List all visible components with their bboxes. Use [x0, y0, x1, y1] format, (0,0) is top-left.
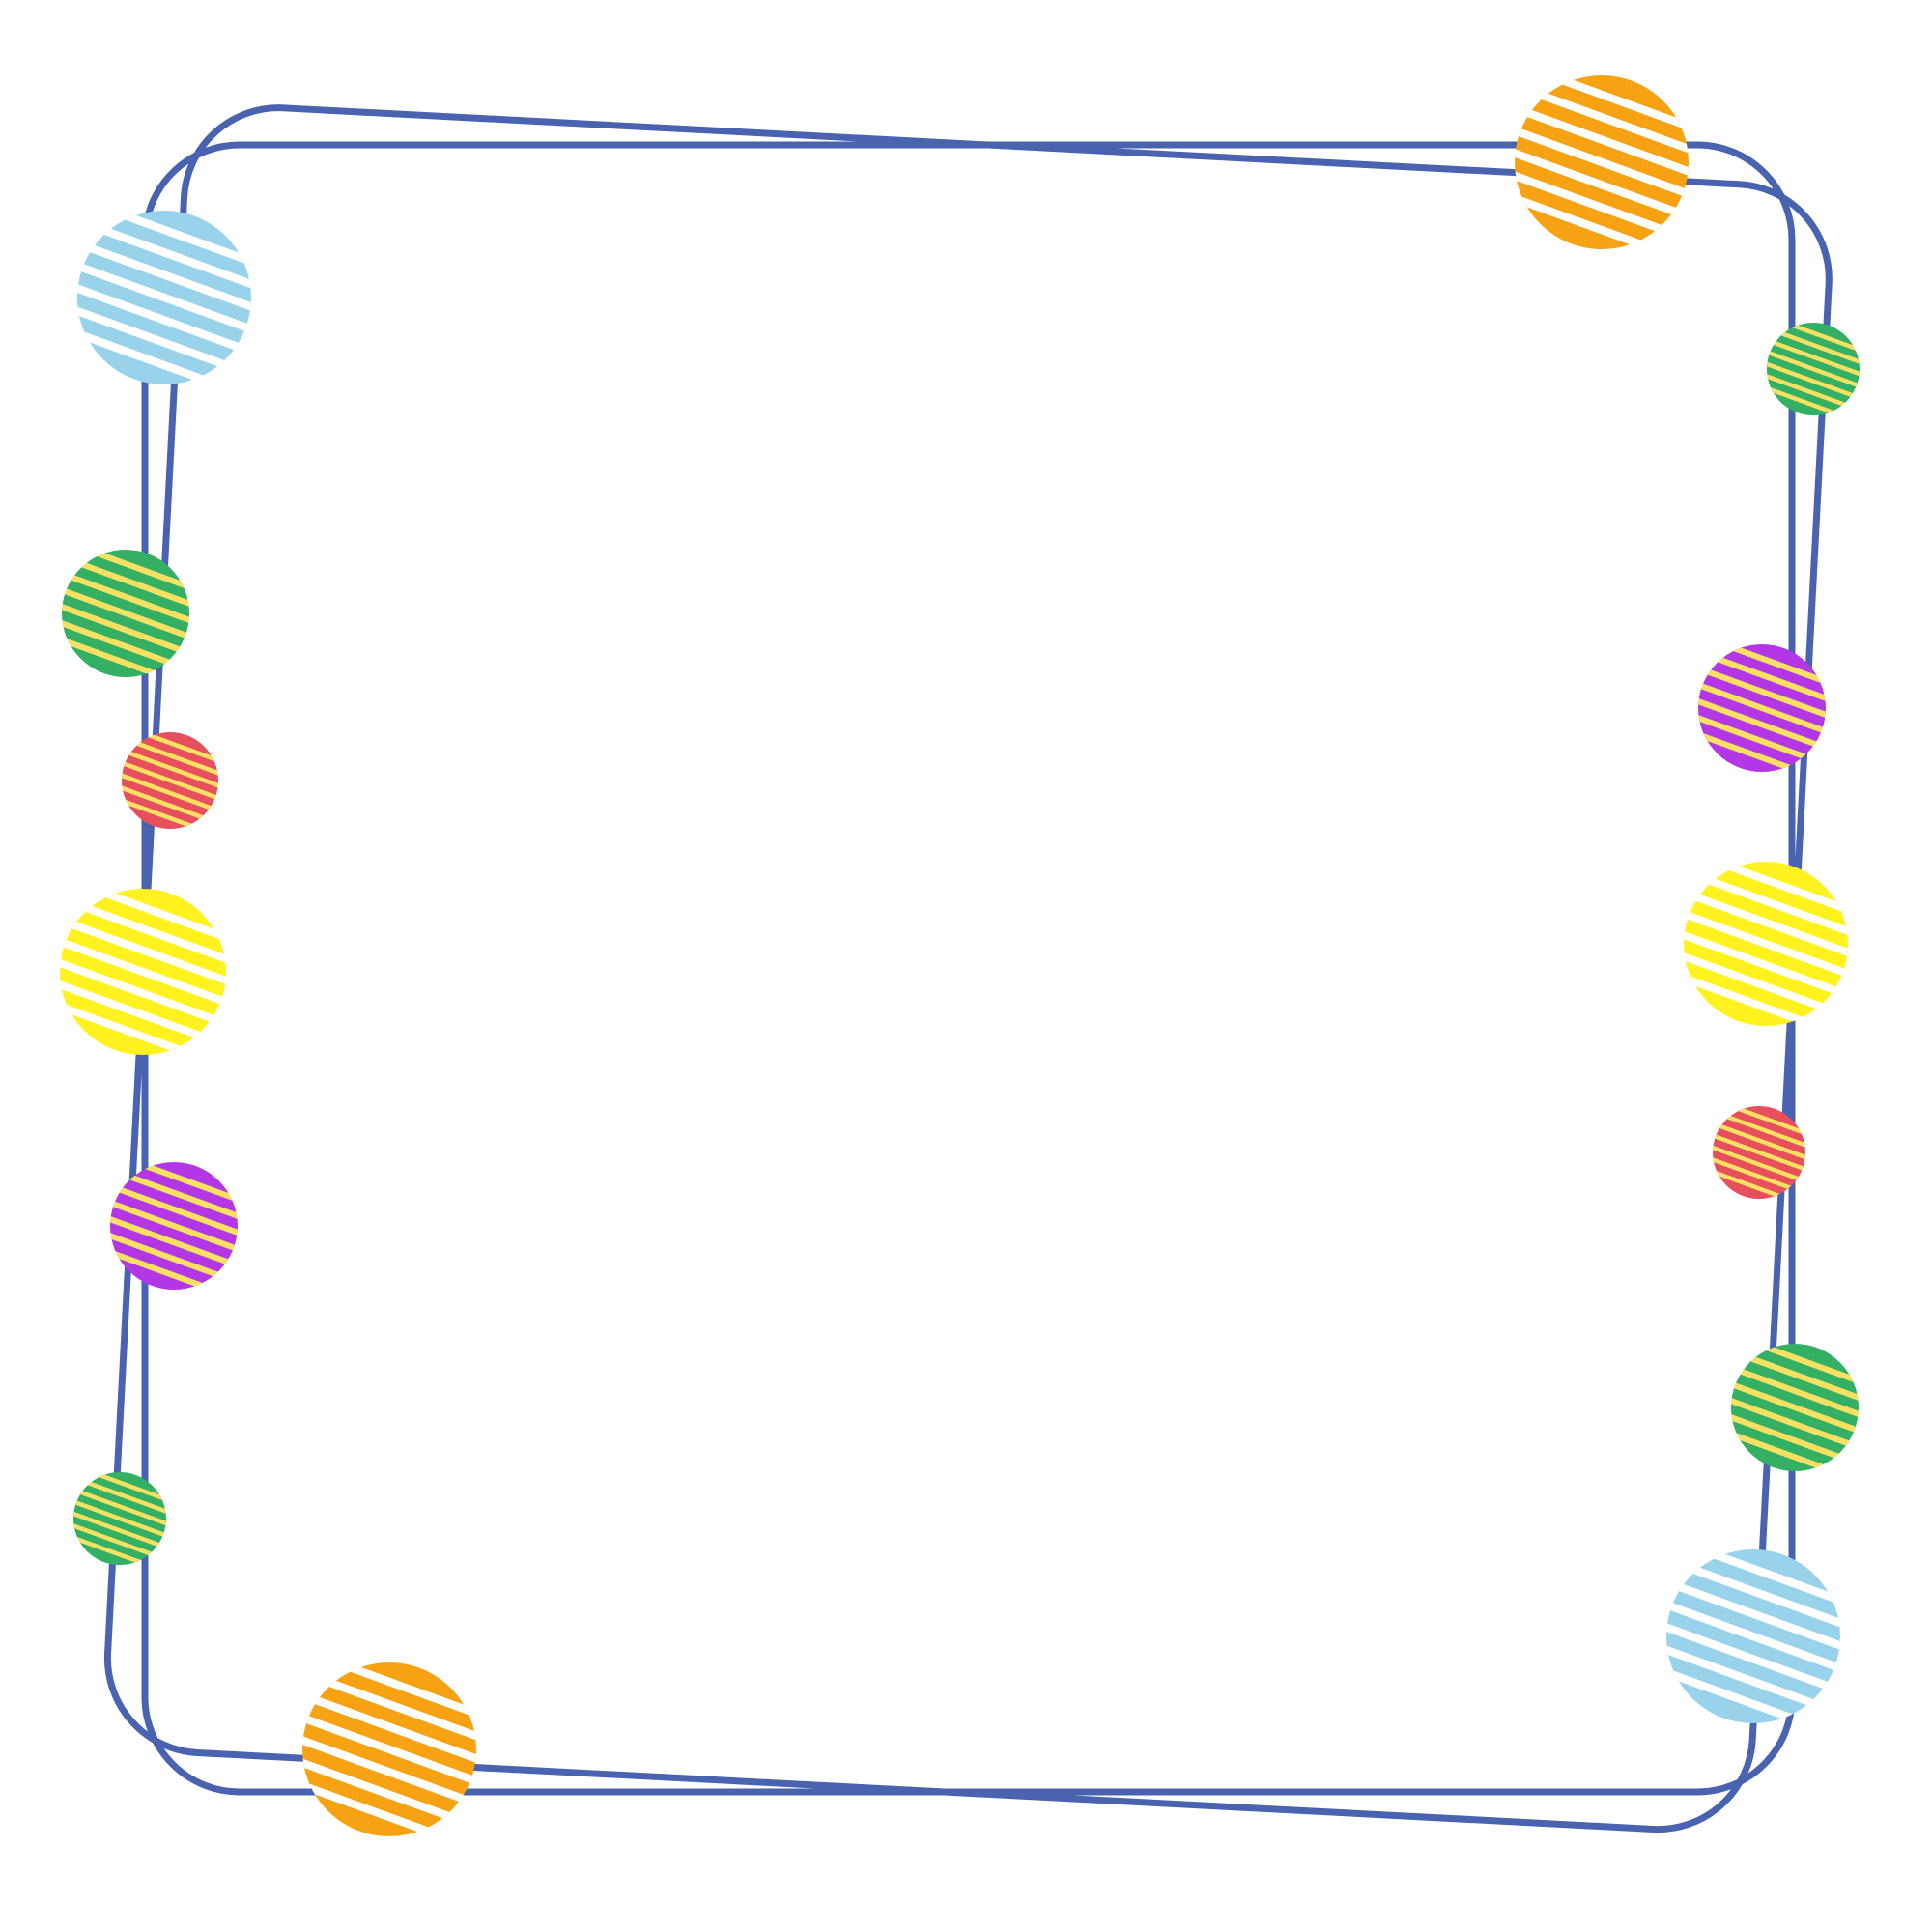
purple-dot-left-lower-stripes [92, 1144, 256, 1308]
green-dot-left-bottom-small [60, 1459, 180, 1578]
purple-dot-left-lower [92, 1144, 256, 1308]
red-dot-left-small [107, 719, 233, 842]
yellow-dot-right [1661, 838, 1871, 1049]
purple-dot-right-upper [1680, 626, 1844, 790]
orange-dot-top-right [1490, 50, 1714, 274]
striped-dots [36, 50, 1877, 1861]
green-dot-top-right-small-stripes [1753, 309, 1873, 429]
yellow-dot-left [36, 866, 250, 1078]
green-dot-top-right-small [1753, 309, 1873, 429]
green-dot-left-upper [43, 531, 208, 696]
light-blue-dot-bottom-right [1641, 1524, 1865, 1748]
frame-outline-straight [141, 141, 1796, 1796]
red-dot-right-small [1699, 1093, 1819, 1212]
orange-dot-bottom-left [277, 1637, 501, 1861]
green-dot-right-lower [1713, 1325, 1877, 1490]
frame-outline-tilted [103, 104, 1833, 1833]
light-blue-dot-top-left [52, 185, 276, 410]
